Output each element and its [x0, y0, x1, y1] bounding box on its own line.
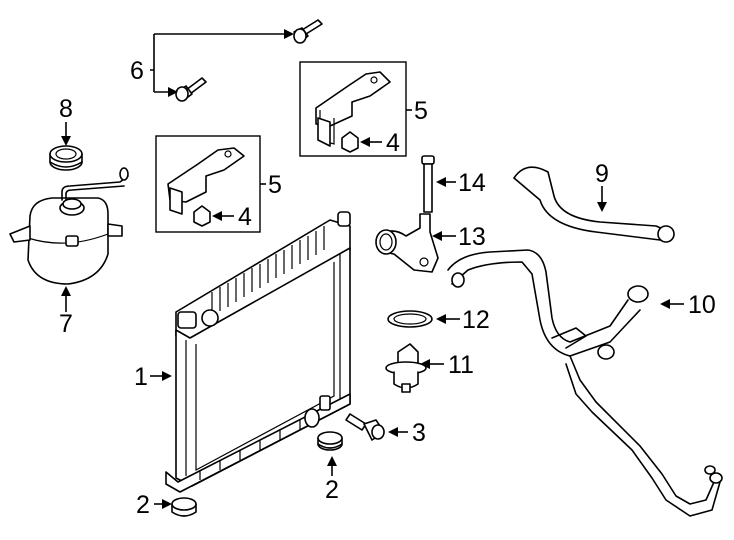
leader-6: [150, 33, 286, 93]
arrow-12: [436, 314, 446, 324]
lower-bracket: [167, 147, 245, 215]
reservoir-cap: [49, 145, 83, 171]
callout-13: 13: [458, 223, 486, 251]
bolts: [175, 19, 323, 102]
arrow-6b: [168, 87, 178, 97]
arrow-13: [432, 231, 442, 241]
flange-bolt: [345, 413, 385, 441]
upper-bracket: [315, 71, 391, 147]
arrow-11: [420, 359, 430, 369]
callout-6: 6: [130, 57, 144, 85]
arrow-2a: [162, 499, 172, 509]
arrow-10: [660, 299, 670, 309]
arrow-4a: [360, 137, 370, 147]
upper-radiator-hose: [513, 166, 675, 243]
upper-nut: [341, 131, 359, 153]
callout-14: 14: [458, 169, 486, 197]
callout-1: 1: [134, 363, 148, 391]
callout-4-lower: 4: [238, 203, 252, 231]
thermostat-housing: [375, 213, 439, 273]
radiator: [165, 211, 351, 493]
arrow-2b: [327, 456, 337, 466]
lower-nut: [193, 205, 211, 227]
arrow-1: [162, 371, 172, 381]
callout-7: 7: [59, 310, 73, 338]
thermostat: [385, 343, 427, 393]
arrow-7: [61, 286, 71, 296]
arrow-9: [597, 202, 607, 212]
callout-2-mid: 2: [325, 476, 339, 504]
arrow-14: [436, 177, 446, 187]
arrow-4b: [212, 211, 222, 221]
arrow-8: [61, 136, 71, 146]
coolant-reservoir: [9, 167, 129, 285]
arrow-6a: [284, 29, 294, 39]
callout-10: 10: [688, 291, 716, 319]
lower-radiator-hose: [447, 249, 723, 517]
callout-8: 8: [59, 95, 73, 123]
gasket: [387, 310, 433, 328]
insulator-low: [171, 497, 197, 517]
stud-bolt: [421, 155, 435, 213]
callout-11: 11: [448, 351, 474, 379]
callout-5-upper: 5: [414, 97, 428, 125]
callout-9: 9: [595, 160, 609, 188]
callout-3: 3: [412, 419, 426, 447]
arrow-3: [388, 427, 398, 437]
callout-4-upper: 4: [386, 129, 400, 157]
callout-2-low: 2: [136, 491, 150, 519]
callout-5-lower: 5: [268, 171, 282, 199]
callout-12: 12: [462, 306, 490, 334]
insulator-mid: [317, 431, 343, 451]
bracket-box-upper: [299, 61, 407, 157]
